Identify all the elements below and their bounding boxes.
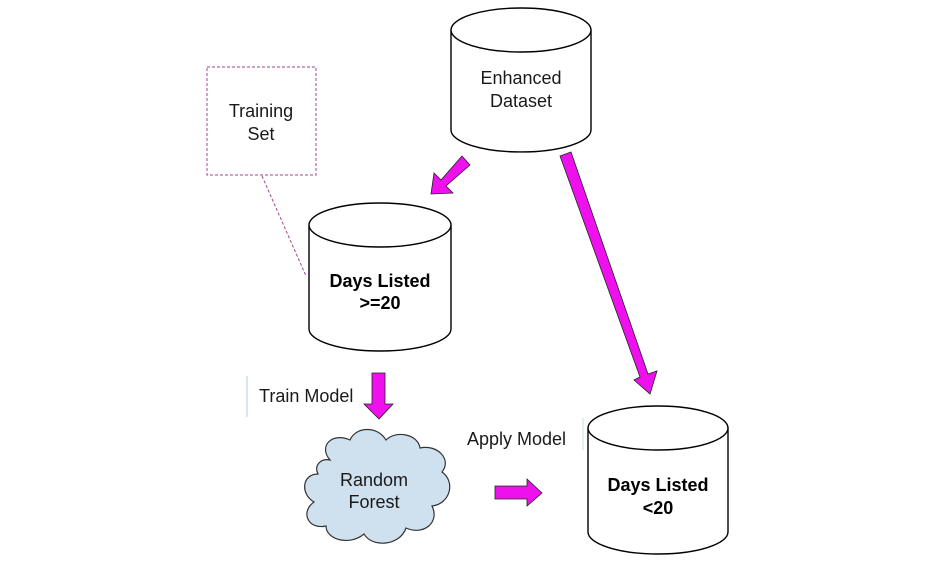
training-set-box xyxy=(206,66,317,176)
days-listed-ge20-cylinder: Days Listed >=20 xyxy=(308,202,452,352)
note-connector-line xyxy=(261,175,307,277)
training-set-label-2: Set xyxy=(247,124,274,144)
arrow-apply-model xyxy=(494,478,543,507)
enhanced-dataset-label-2: Dataset xyxy=(490,91,552,111)
apply-model-label: Apply Model xyxy=(467,429,566,449)
random-forest-label-2: Forest xyxy=(348,492,399,512)
enhanced-dataset-label-1: Enhanced xyxy=(480,68,561,88)
random-forest-cloud: Random Forest xyxy=(304,428,451,544)
days-listed-ge20-label-2: >=20 xyxy=(359,293,400,313)
arrow-enhanced-to-ge20 xyxy=(430,155,471,195)
training-set-note: Training Set xyxy=(206,66,317,176)
random-forest-label-1: Random xyxy=(340,470,408,490)
arrow-enhanced-to-lt20 xyxy=(559,151,658,395)
days-listed-ge20-label-1: Days Listed xyxy=(329,271,430,291)
days-listed-lt20-cylinder: Days Listed <20 xyxy=(587,405,729,555)
arrow-train-model xyxy=(363,372,394,420)
days-listed-lt20-label-1: Days Listed xyxy=(607,475,708,495)
days-listed-lt20-label-2: <20 xyxy=(643,498,674,518)
train-model-label: Train Model xyxy=(259,386,353,406)
training-set-label-1: Training xyxy=(229,101,293,121)
enhanced-dataset-cylinder: Enhanced Dataset xyxy=(450,7,592,153)
